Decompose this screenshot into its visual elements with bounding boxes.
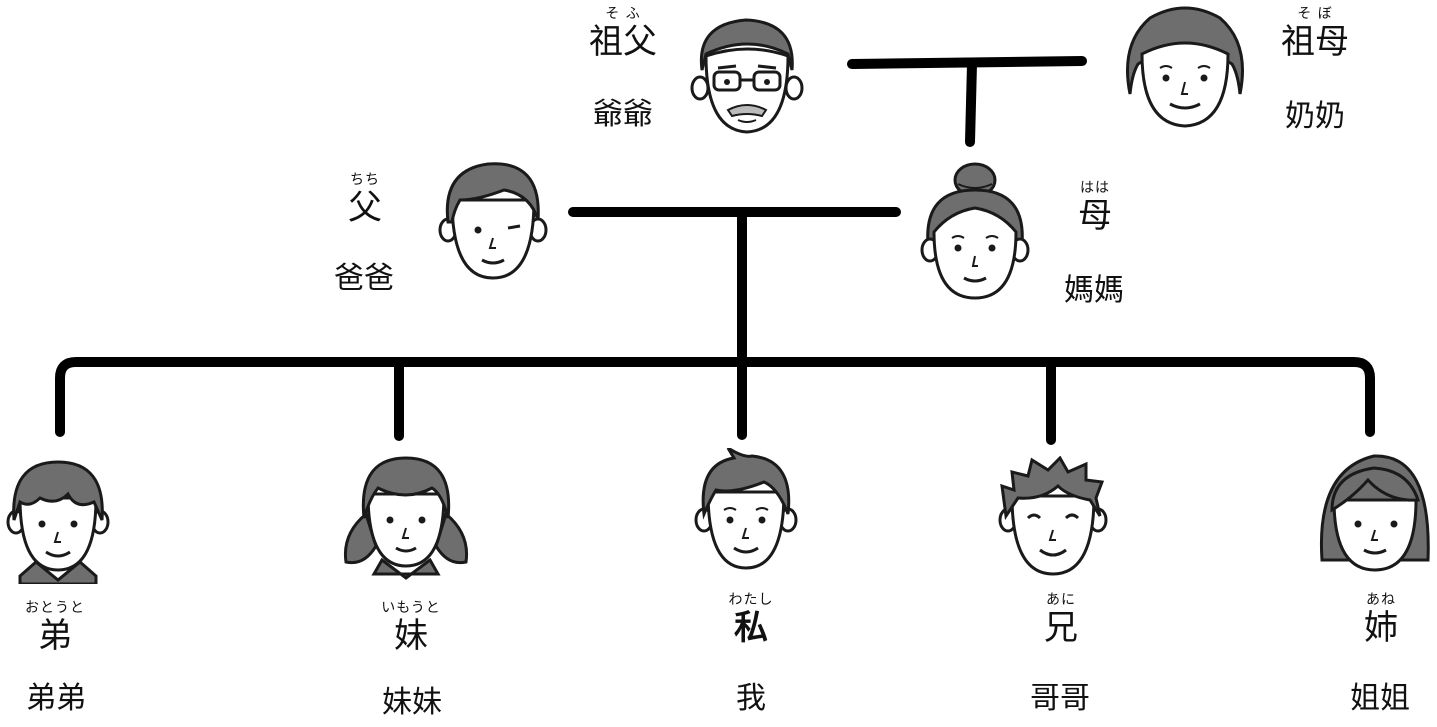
older-sister-label: あね 姉: [1336, 592, 1426, 648]
younger-sister-kanji: 妹: [394, 616, 428, 656]
father-kanji: 父: [348, 188, 382, 228]
grandmother-label: そ ぼ 祖母: [1270, 6, 1360, 62]
mother-ruby: はは: [1080, 180, 1110, 196]
younger-brother-label: おとうと 弟: [10, 600, 100, 656]
younger-brother-face-icon: [6, 460, 110, 584]
grandfather-kanji: 祖父: [589, 22, 657, 62]
grandfather-label: そ ふ 祖父: [578, 6, 668, 62]
older-sister-face-icon: [1319, 454, 1430, 572]
older-sister-kanji: 姉: [1364, 608, 1398, 648]
mother-label: はは 母: [1050, 180, 1140, 236]
younger-sister-ruby: いもうと: [381, 600, 441, 616]
me-face-icon: [694, 448, 798, 570]
mother-kanji: 母: [1078, 196, 1112, 236]
grandfather-ruby: そ ふ: [605, 6, 641, 22]
father-chinese: 爸爸: [334, 261, 394, 296]
older-brother-face-icon: [998, 456, 1108, 576]
older-sister-chinese: 姐姐: [1350, 681, 1410, 716]
me-chinese: 我: [736, 681, 766, 716]
grandmother-face-icon: [1126, 6, 1244, 128]
grandparents-link: [847, 56, 1087, 69]
grandmother-kanji: 祖母: [1281, 22, 1349, 62]
children-bar: [55, 357, 1375, 437]
grandmother-chinese: 奶奶: [1285, 99, 1345, 134]
grandfather-chinese: 爺爺: [593, 97, 653, 132]
grandfather-face-icon: [690, 18, 804, 134]
younger-brother-ruby: おとうと: [25, 600, 85, 616]
father-face-icon: [438, 162, 548, 280]
me-label: わたし 私: [706, 592, 796, 648]
mother-face-icon: [920, 162, 1030, 300]
younger-sister-label: いもうと 妹: [366, 600, 456, 656]
younger-sister-face-icon: [343, 456, 469, 580]
older-sister-ruby: あね: [1366, 592, 1396, 608]
mother-chinese: 媽媽: [1064, 273, 1124, 308]
father-ruby: ちち: [350, 172, 380, 188]
grandparents-to-mother: [965, 59, 977, 147]
me-kanji: 私: [734, 608, 768, 648]
father-label: ちち 父: [320, 172, 410, 228]
older-brother-kanji: 兄: [1044, 608, 1078, 648]
younger-brother-kanji: 弟: [38, 616, 72, 656]
older-brother-chinese: 哥哥: [1030, 681, 1090, 716]
younger-sister-chinese: 妹妹: [382, 685, 442, 720]
younger-brother-chinese: 弟弟: [26, 681, 86, 716]
grandmother-ruby: そ ぼ: [1297, 6, 1333, 22]
me-ruby: わたし: [728, 592, 774, 608]
older-brother-ruby: あに: [1046, 592, 1076, 608]
older-brother-label: あに 兄: [1016, 592, 1106, 648]
